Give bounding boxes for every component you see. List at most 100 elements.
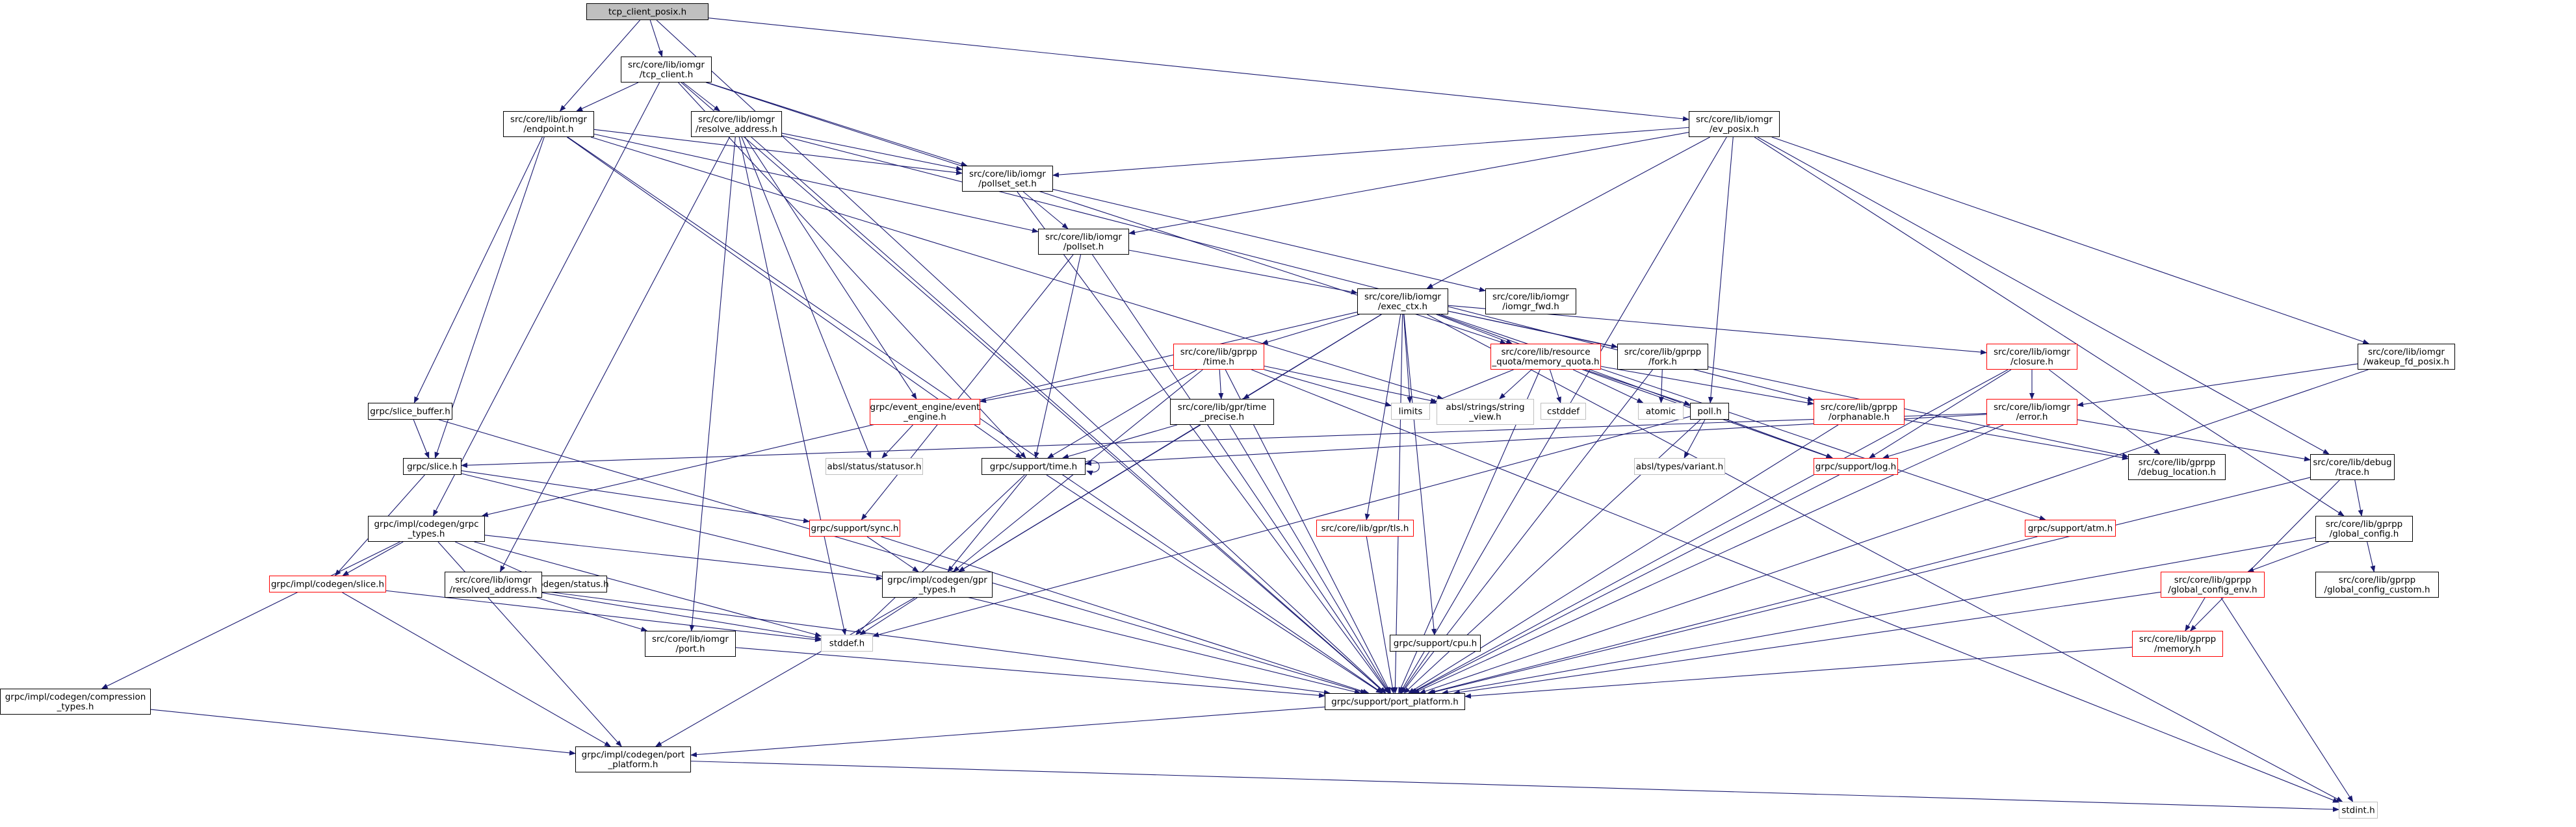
edge-ev_posix-to-pollset_set xyxy=(1052,127,1689,178)
edge-ev_posix-to-wakeup_fd_posix xyxy=(1771,136,2370,344)
node-endpoint[interactable]: src/core/lib/iomgr/endpoint.h xyxy=(503,111,594,137)
node-codegen-slice[interactable]: grpc/impl/codegen/slice.h xyxy=(269,576,386,592)
edge-time_precise-to-port_platform xyxy=(1229,424,1390,694)
node-label: absl/strings/string xyxy=(1446,402,1524,413)
node-box xyxy=(1638,403,1684,420)
edge-time_precise-to-support_time xyxy=(1061,424,1178,459)
node-iomgr-fwd[interactable]: src/core/lib/iomgr/iomgr_fwd.h xyxy=(1485,288,1576,314)
node-label: src/core/lib/gprpp xyxy=(2139,457,2216,468)
node-pollset[interactable]: src/core/lib/iomgr/pollset.h xyxy=(1038,229,1129,255)
node-resolved-address[interactable]: src/core/lib/iomgr/resolved_address.h xyxy=(445,572,542,598)
node-box xyxy=(575,746,691,772)
node-label: grpc/impl/codegen/compression xyxy=(5,692,146,702)
node-global-config-custom[interactable]: src/core/lib/gprpp/global_config_custom.… xyxy=(2315,572,2439,598)
edge-support_sync-to-gpr_types xyxy=(866,536,919,572)
node-gprpp-fork[interactable]: src/core/lib/gprpp/fork.h xyxy=(1617,344,1708,370)
node-exec-ctx[interactable]: src/core/lib/iomgr/exec_ctx.h xyxy=(1357,288,1448,314)
edge-global_config_env-to-gprpp_memory xyxy=(2185,597,2205,631)
node-resolve-address[interactable]: src/core/lib/iomgr/resolve_address.h xyxy=(691,111,782,137)
edge-exec_ctx-to-stdint xyxy=(1427,314,2343,802)
edge-grpc_types-to-codegen_port_platform xyxy=(437,541,622,747)
edge-debug_trace-to-port_platform xyxy=(1429,477,2311,694)
node-ev-posix[interactable]: src/core/lib/iomgr/ev_posix.h xyxy=(1689,111,1780,137)
node-memory-quota[interactable]: src/core/lib/resource_quota/memory_quota… xyxy=(1490,344,1601,370)
node-port-platform[interactable]: grpc/support/port_platform.h xyxy=(1325,693,1465,710)
node-support-cpu[interactable]: grpc/support/cpu.h xyxy=(1390,635,1481,652)
edge-tcp_client-to-resolve_address xyxy=(683,82,721,112)
node-cstddef[interactable]: cstddef xyxy=(1541,403,1586,420)
node-poll[interactable]: poll.h xyxy=(1690,403,1729,420)
edge-gpr_types-to-codegen_port_platform xyxy=(655,597,915,747)
node-string-view[interactable]: absl/strings/string_view.h xyxy=(1437,399,1534,425)
node-support-sync[interactable]: grpc/support/sync.h xyxy=(809,520,900,537)
node-box xyxy=(1391,403,1430,420)
node-box xyxy=(586,3,709,20)
node-event-engine[interactable]: grpc/event_engine/event_engine.h xyxy=(870,399,980,425)
node-time-precise[interactable]: src/core/lib/gpr/time_precise.h xyxy=(1170,399,1274,425)
node-box xyxy=(962,166,1053,192)
node-limits[interactable]: limits xyxy=(1391,403,1430,420)
edge-wakeup_fd_posix-to-iomgr_error xyxy=(2077,363,2358,407)
edge-debug_trace-to-gprpp_memory xyxy=(2190,479,2340,631)
edge-closure-to-debug_location xyxy=(2048,369,2161,455)
edge-memory_quota-to-limits xyxy=(1429,369,1514,404)
node-label: /pollset.h xyxy=(1063,242,1104,252)
node-debug-location[interactable]: src/core/lib/gprpp/debug_location.h xyxy=(2128,454,2226,480)
node-box xyxy=(870,399,980,425)
node-gprpp-time[interactable]: src/core/lib/gprpp/time.h xyxy=(1173,344,1264,370)
node-debug-trace[interactable]: src/core/lib/debug/trace.h xyxy=(2310,454,2395,480)
edge-tcp_client_posix-to-endpoint xyxy=(559,19,640,112)
node-box xyxy=(1986,399,2077,425)
node-slice[interactable]: grpc/slice.h xyxy=(403,458,462,475)
node-tcp-client[interactable]: src/core/lib/iomgr/tcp_client.h xyxy=(621,57,712,83)
node-codegen-port-platform[interactable]: grpc/impl/codegen/port_platform.h xyxy=(575,746,691,772)
node-gpr-types[interactable]: grpc/impl/codegen/gpr_types.h xyxy=(882,572,993,598)
edge-support_time-to-gpr_types xyxy=(947,474,1027,572)
node-box xyxy=(2315,516,2413,542)
node-atomic[interactable]: atomic xyxy=(1638,403,1684,420)
node-iomgr-error[interactable]: src/core/lib/iomgr/error.h xyxy=(1986,399,2077,425)
node-stddef[interactable]: stddef.h xyxy=(821,635,873,652)
node-variant[interactable]: absl/types/variant.h xyxy=(1634,458,1725,475)
node-support-atm[interactable]: grpc/support/atm.h xyxy=(2025,520,2116,537)
node-global-config-env[interactable]: src/core/lib/gprpp/global_config_env.h xyxy=(2161,572,2265,598)
node-box xyxy=(2161,572,2265,598)
node-support-time[interactable]: grpc/support/time.h xyxy=(982,458,1086,475)
node-box xyxy=(2315,572,2439,598)
node-support-log[interactable]: grpc/support/log.h xyxy=(1814,458,1898,475)
edge-ev_posix-to-debug_trace xyxy=(1757,136,2330,455)
node-box xyxy=(1170,399,1274,425)
node-label: _types.h xyxy=(408,529,445,539)
node-gpr-tls[interactable]: src/core/lib/gpr/tls.h xyxy=(1316,520,1414,537)
node-label: stdint.h xyxy=(2341,806,2374,816)
edge-pollset_set-to-port_platform xyxy=(1017,191,1389,694)
edge-gprpp_time-to-stdint xyxy=(1251,369,2339,803)
node-label: /wakeup_fd_posix.h xyxy=(2363,357,2449,367)
node-label: absl/types/variant.h xyxy=(1636,462,1723,472)
node-compression-types[interactable]: grpc/impl/codegen/compression_types.h xyxy=(0,689,151,715)
node-slice-buffer[interactable]: grpc/slice_buffer.h xyxy=(368,403,452,420)
node-closure[interactable]: src/core/lib/iomgr/closure.h xyxy=(1986,344,2077,370)
node-label: grpc/slice_buffer.h xyxy=(370,407,450,417)
node-pollset-set[interactable]: src/core/lib/iomgr/pollset_set.h xyxy=(962,166,1053,192)
node-wakeup-fd-posix[interactable]: src/core/lib/iomgr/wakeup_fd_posix.h xyxy=(2358,344,2455,370)
node-statusor[interactable]: absl/status/statusor.h xyxy=(826,458,923,475)
edge-pollset-to-support_time xyxy=(1034,254,1082,459)
node-gprpp-memory[interactable]: src/core/lib/gprpp/memory.h xyxy=(2132,631,2223,657)
node-orphanable[interactable]: src/core/lib/gprpp/orphanable.h xyxy=(1814,399,1905,425)
edge-resolve_address-to-stddef xyxy=(738,136,847,635)
node-label: _quota/memory_quota.h xyxy=(1491,357,1599,367)
node-stdint[interactable]: stdint.h xyxy=(2339,802,2378,819)
node-grpc-types[interactable]: grpc/impl/codegen/grpc_types.h xyxy=(368,516,485,542)
edge-resolve_address-to-statusor xyxy=(741,136,872,459)
node-label: src/core/lib/gprpp xyxy=(2339,575,2416,585)
node-box xyxy=(1316,520,1414,537)
node-label: /resolve_address.h xyxy=(696,124,777,134)
edge-slice-to-support_sync xyxy=(461,470,810,524)
node-label: grpc/support/cpu.h xyxy=(1394,639,1477,649)
edge-grpc_types-to-stddef xyxy=(474,541,822,637)
node-global-config[interactable]: src/core/lib/gprpp/global_config.h xyxy=(2315,516,2413,542)
node-iomgr-port[interactable]: src/core/lib/iomgr/port.h xyxy=(645,631,736,657)
edge-time_precise-to-gpr_types xyxy=(958,424,1201,572)
node-box xyxy=(2339,802,2378,819)
